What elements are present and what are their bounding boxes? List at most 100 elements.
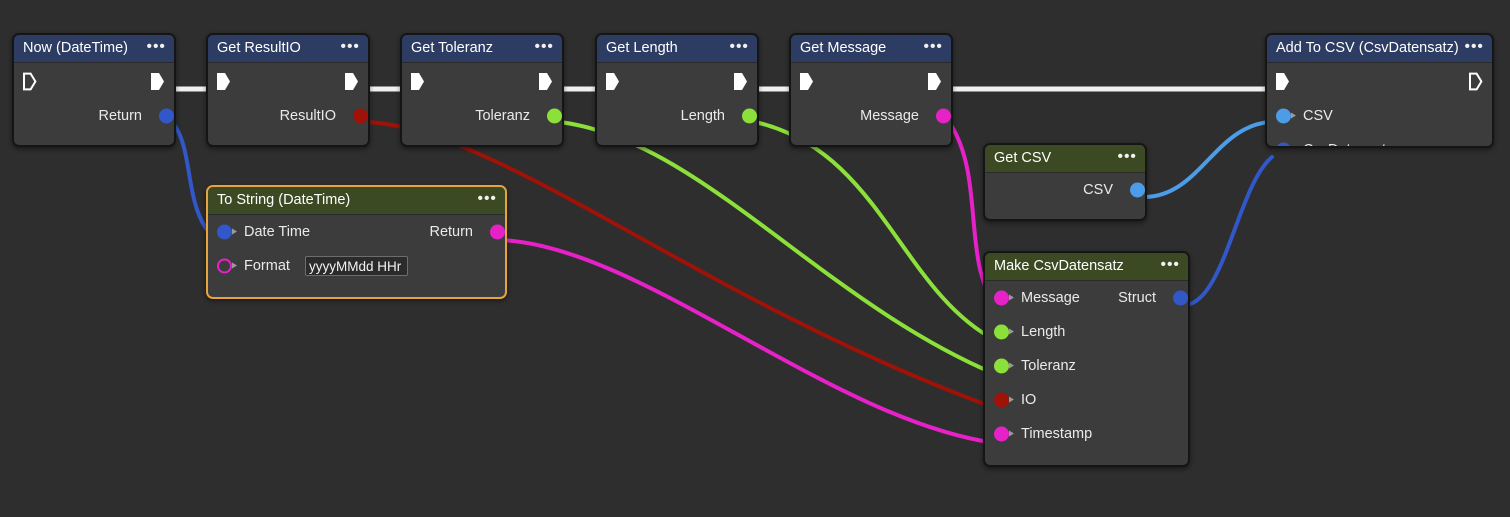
pin-message[interactable] bbox=[936, 108, 951, 124]
wire-data-toleranz-to-make-toleranz[interactable] bbox=[558, 120, 997, 376]
exec-out-pin[interactable] bbox=[150, 72, 165, 91]
data-row: Return bbox=[14, 99, 174, 133]
node-menu-icon[interactable]: ••• bbox=[923, 38, 943, 55]
node-body: Length bbox=[597, 63, 757, 133]
pin-arrow-icon bbox=[232, 262, 237, 269]
data-row: Message Struct bbox=[985, 281, 1188, 315]
input-label: Toleranz bbox=[1021, 358, 1076, 374]
data-row: Date Time Return bbox=[208, 215, 505, 249]
exec-out-pin[interactable] bbox=[927, 72, 942, 91]
node-get-message[interactable]: Get Message•••Message bbox=[789, 33, 953, 147]
data-row: Timestamp bbox=[985, 417, 1188, 451]
exec-in-pin[interactable] bbox=[799, 72, 814, 91]
pin-csvdatensatz[interactable] bbox=[1276, 142, 1297, 146]
pin-csv[interactable] bbox=[1276, 108, 1297, 124]
exec-row bbox=[402, 63, 562, 99]
pin-return[interactable] bbox=[159, 108, 174, 124]
exec-out-pin[interactable] bbox=[1468, 72, 1483, 91]
pin-csv[interactable] bbox=[1130, 182, 1145, 198]
node-header[interactable]: Get Message••• bbox=[791, 35, 951, 63]
node-menu-icon[interactable]: ••• bbox=[1117, 148, 1137, 165]
input-label: Length bbox=[1021, 324, 1066, 340]
data-row: CsvDatensatz bbox=[1267, 133, 1492, 146]
output-label: CSV bbox=[1083, 182, 1113, 198]
node-body: Message bbox=[791, 63, 951, 133]
exec-in-pin[interactable] bbox=[410, 72, 425, 91]
node-get-resultio[interactable]: Get ResultIO••• ResultIO bbox=[206, 33, 370, 147]
pin-dot bbox=[994, 426, 1009, 442]
node-header[interactable]: Get Toleranz••• bbox=[402, 35, 562, 63]
pin-message[interactable] bbox=[994, 290, 1015, 306]
output-label: Length bbox=[680, 108, 725, 124]
exec-out-pin[interactable] bbox=[538, 72, 553, 91]
output-label: Return bbox=[429, 224, 473, 240]
node-get-length[interactable]: Get Length••• Length bbox=[595, 33, 759, 147]
exec-in-pin[interactable] bbox=[216, 72, 231, 91]
wire-data-make-struct-to-addtocsv-csvdatensatz[interactable] bbox=[1184, 155, 1274, 307]
node-menu-icon[interactable]: ••• bbox=[1464, 38, 1484, 55]
node-menu-icon[interactable]: ••• bbox=[729, 38, 749, 55]
node-menu-icon[interactable]: ••• bbox=[146, 38, 166, 55]
input-label: CSV bbox=[1303, 108, 1333, 124]
node-header[interactable]: Add To CSV (CsvDatensatz)••• bbox=[1267, 35, 1492, 63]
pin-dot bbox=[936, 108, 951, 124]
node-header[interactable]: Make CsvDatensatz••• bbox=[985, 253, 1188, 281]
pin-timestamp[interactable] bbox=[994, 426, 1015, 442]
output-label: Struct bbox=[1118, 290, 1156, 306]
pin-dot bbox=[1173, 290, 1188, 306]
wire-data-tostring-return-to-make-timestamp[interactable] bbox=[498, 238, 997, 445]
exec-in-pin[interactable] bbox=[1275, 72, 1290, 91]
input-label: Date Time bbox=[244, 224, 311, 240]
wire-data-getcsv-to-addtocsv-csv[interactable] bbox=[1141, 120, 1274, 200]
node-header[interactable]: Get ResultIO••• bbox=[208, 35, 368, 63]
input-value-field[interactable]: yyyyMMdd HHr bbox=[305, 256, 408, 276]
node-title: Get CSV bbox=[994, 150, 1052, 166]
node-menu-icon[interactable]: ••• bbox=[340, 38, 360, 55]
node-get-toleranz[interactable]: Get Toleranz••• Toleranz bbox=[400, 33, 564, 147]
node-get-csv[interactable]: Get CSV ••• CSV bbox=[983, 143, 1147, 221]
node-title: Now (DateTime) bbox=[23, 40, 129, 56]
pin-arrow-icon bbox=[232, 228, 237, 235]
node-header[interactable]: Get Length••• bbox=[597, 35, 757, 63]
node-menu-icon[interactable]: ••• bbox=[477, 190, 497, 207]
data-row: Format yyyyMMdd HHr bbox=[208, 249, 505, 283]
pin-struct[interactable] bbox=[1173, 290, 1188, 306]
exec-in-pin[interactable] bbox=[22, 72, 37, 91]
input-label: Message bbox=[1021, 290, 1080, 306]
pin-arrow-icon bbox=[368, 113, 370, 119]
node-header[interactable]: To String (DateTime)••• bbox=[208, 187, 505, 215]
pin-date-time[interactable] bbox=[217, 224, 238, 240]
output-label: ResultIO bbox=[279, 108, 336, 124]
exec-row bbox=[1267, 63, 1492, 99]
pin-resultio[interactable] bbox=[353, 108, 370, 124]
node-menu-icon[interactable]: ••• bbox=[1160, 256, 1180, 273]
pin-io[interactable] bbox=[994, 392, 1015, 408]
exec-in-pin[interactable] bbox=[605, 72, 620, 91]
pin-return[interactable] bbox=[490, 224, 505, 240]
node-header[interactable]: Now (DateTime) ••• bbox=[14, 35, 174, 63]
pin-toleranz[interactable] bbox=[994, 358, 1015, 374]
node-body: ResultIO bbox=[208, 63, 368, 133]
node-header[interactable]: Get CSV ••• bbox=[985, 145, 1145, 173]
node-add-to-csv[interactable]: Add To CSV (CsvDatensatz)••• CSV CsvDatens… bbox=[1265, 33, 1494, 148]
output-label: Toleranz bbox=[475, 108, 530, 124]
node-now-datetime[interactable]: Now (DateTime) ••• Return bbox=[12, 33, 176, 147]
pin-toleranz[interactable] bbox=[547, 108, 562, 124]
pin-dot bbox=[217, 258, 232, 274]
exec-out-pin[interactable] bbox=[733, 72, 748, 91]
node-menu-icon[interactable]: ••• bbox=[534, 38, 554, 55]
exec-row bbox=[14, 63, 174, 99]
pin-dot bbox=[490, 224, 505, 240]
pin-length[interactable] bbox=[994, 324, 1015, 340]
pin-length[interactable] bbox=[742, 108, 757, 124]
wire-data-length-to-make-length[interactable] bbox=[753, 120, 997, 342]
exec-out-pin[interactable] bbox=[344, 72, 359, 91]
input-label: Format bbox=[244, 258, 290, 274]
input-label: CsvDatensatz bbox=[1303, 142, 1393, 146]
pin-format[interactable] bbox=[217, 258, 238, 274]
